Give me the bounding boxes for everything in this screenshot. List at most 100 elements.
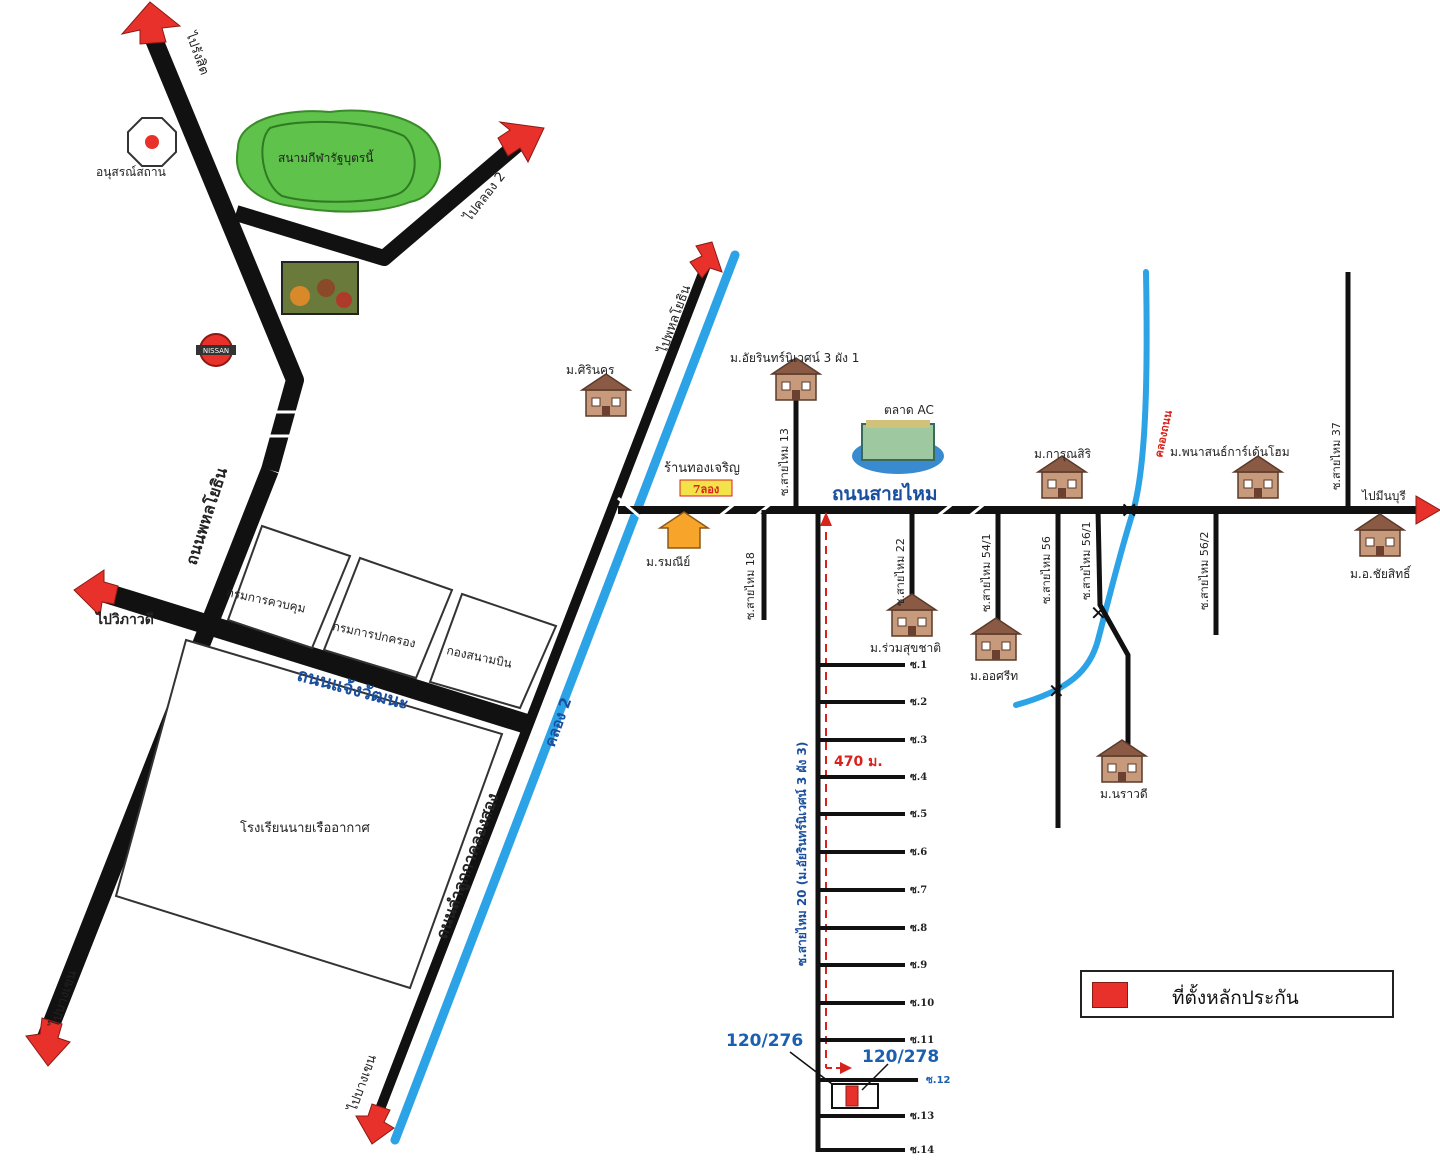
side-soi-label: ซ.4 xyxy=(910,772,927,783)
label-soi37: ซ.สายไหม 37 xyxy=(1330,422,1343,490)
pointer-line xyxy=(789,1051,833,1085)
label-soi22: ซ.สายไหม 22 xyxy=(894,538,907,606)
nissan-label: NISSAN xyxy=(203,347,229,355)
side-soi-label: ซ.13 xyxy=(910,1111,934,1122)
label-to-rangsit: ไปรังสิต xyxy=(182,29,213,77)
label-school: โรงเรียนนายเรืออากาศ xyxy=(240,820,371,836)
route-arrow-up xyxy=(820,512,832,526)
label-m-asin: ม.อัยรินทร์นิเวศน์ 3 ผัง 1 xyxy=(730,351,859,365)
side-soi-label: ซ.6 xyxy=(910,847,927,858)
side-soi-label: ซ.10 xyxy=(910,998,934,1009)
side-soi-label: ซ.8 xyxy=(910,923,927,934)
photo-detail xyxy=(290,286,310,306)
label-m-naraw: ม.นราวดี xyxy=(1100,787,1148,801)
pointer-line xyxy=(861,1063,889,1091)
label-addr-a: 120/276 xyxy=(726,1031,803,1051)
label-m-sirinakorn: ม.ศิรินคร xyxy=(566,363,615,377)
legend-label: ที่ตั้งหลักประกัน xyxy=(1172,987,1299,1009)
side-soi-label: ซ.2 xyxy=(910,697,927,708)
photo-detail xyxy=(336,292,352,308)
side-soi-label: ซ.14 xyxy=(910,1145,934,1156)
label-sai-mai-road: ถนนสายไหม xyxy=(832,482,937,505)
road-chaeng-wattana xyxy=(93,580,533,735)
canal-east xyxy=(1013,269,1150,708)
block-dept-control xyxy=(226,524,352,650)
label-soi18: ซ.สายไหม 18 xyxy=(744,552,757,620)
label-to-bangkhen-left: ไปบางเขน xyxy=(46,968,80,1030)
legend: ที่ตั้งหลักประกัน xyxy=(1080,970,1394,1018)
crossing-mark: ✕ xyxy=(1120,499,1138,524)
label-shop-prachern: ร้านทองเจริญ xyxy=(664,461,740,476)
label-khlong2: คลอง 2 xyxy=(541,695,575,749)
arrow-to-phahonyothin[interactable] xyxy=(689,241,723,279)
junction-mark xyxy=(617,496,647,524)
side-soi-label: ซ.9 xyxy=(910,960,927,971)
side-soi-label: ซ.5 xyxy=(910,809,927,820)
house-pana xyxy=(1233,455,1283,499)
arrow-to-bangkhen-bottom[interactable] xyxy=(355,1103,395,1145)
arrow-to-wikhuk[interactable] xyxy=(73,569,119,618)
label-soi13: ซ.สายไหม 13 xyxy=(778,428,791,496)
house-karasiri xyxy=(1037,455,1087,499)
sports-field-inner xyxy=(261,120,416,203)
bridge-mark xyxy=(711,496,743,524)
label-m-ramai: ม.รมณีย์ xyxy=(646,555,690,569)
label-m-ratch: ม.อ.ชัยสิทธิ์ xyxy=(1350,565,1412,581)
side-soi-label: ซ.7 xyxy=(910,885,927,896)
arrow-to-khlong2[interactable] xyxy=(497,121,545,164)
arrow-to-minburi[interactable] xyxy=(1415,495,1440,525)
shop-house-icon xyxy=(657,511,711,549)
nissan-band xyxy=(196,345,236,355)
arrow-to-bangkhen-left[interactable] xyxy=(25,1017,71,1067)
market-ac-building xyxy=(861,423,935,461)
shop-tag xyxy=(679,479,733,497)
label-m-pana: ม.พนาสนธ์การ์เด้นโฮม xyxy=(1170,445,1290,459)
road-khlong-song xyxy=(365,253,715,1137)
label-to-wikhuk: ไปวิภาวดี xyxy=(94,610,154,628)
road-phahonyothin-north xyxy=(141,26,304,473)
house-naraw xyxy=(1097,739,1147,783)
sports-field xyxy=(235,109,441,213)
block-dept-admin xyxy=(322,556,454,680)
bridge-mark xyxy=(929,496,961,524)
block-air-force xyxy=(428,592,558,710)
label-soi20: ซ.สายไหม 20 (ม.อัยรินทร์นิเวศน์ 3 ผัง 3) xyxy=(794,742,809,966)
label-distance: 470 ม. xyxy=(834,754,883,770)
block-school xyxy=(114,638,504,990)
market-ac-roof xyxy=(866,420,930,428)
road-to-khlong2 xyxy=(233,135,526,266)
crossing-mark: ✕ xyxy=(1048,679,1065,703)
property-marker[interactable] xyxy=(845,1085,859,1107)
legend-swatch xyxy=(1092,982,1128,1008)
house-ort xyxy=(971,617,1021,661)
shop-tag-text: 7ลอง xyxy=(693,483,719,496)
monument-dot xyxy=(145,135,159,149)
route-arrow-right xyxy=(840,1062,852,1074)
label-m-ort: ม.ออศรีท xyxy=(970,669,1018,683)
side-soi-label: ซ.3 xyxy=(910,735,927,746)
label-soi56: ซ.สายไหม 56 xyxy=(1040,536,1053,604)
side-sois xyxy=(818,663,918,1152)
label-soi56-1: ซ.สายไหม 56/1 xyxy=(1080,521,1093,600)
arrow-to-rangsit[interactable] xyxy=(120,1,182,45)
photo-detail xyxy=(317,279,335,297)
canal-khlong2 xyxy=(390,250,740,1145)
label-m-suk: ม.ร่วมสุขชาติ xyxy=(870,641,941,656)
label-soi56-2: ซ.สายไหม 56/2 xyxy=(1198,531,1211,610)
side-soi-label: ซ.12 xyxy=(926,1075,951,1086)
side-soi-label: ซ.11 xyxy=(910,1035,934,1046)
label-sports-field: สนามกีฬารัฐบุตรนี้ xyxy=(278,149,374,166)
side-soi-label: ซ.1 xyxy=(910,660,927,671)
label-to-minburi: ไปมีนบุรี xyxy=(1361,489,1406,504)
house-ratch xyxy=(1355,513,1405,557)
side-soi-labels: ซ.1 ซ.2 ซ.3 ซ.4 ซ.5 ซ.6 ซ.7 ซ.8 ซ.9 ซ.10 ซ.11 ซ.12 ซ… xyxy=(910,660,951,1156)
label-phahonyothin: ถนนพหลโยธิน xyxy=(181,465,231,567)
soi-56-1 xyxy=(1095,509,1131,760)
label-market-ac: ตลาด AC xyxy=(884,403,934,417)
bridge-mark xyxy=(961,496,993,524)
label-addr-b: 120/278 xyxy=(862,1047,939,1067)
label-monument: อนุสรณ์สถาน xyxy=(96,165,166,180)
label-soi54: ซ.สายไหม 54/1 xyxy=(980,533,993,612)
crossing-mark: ✕ xyxy=(1090,601,1107,625)
